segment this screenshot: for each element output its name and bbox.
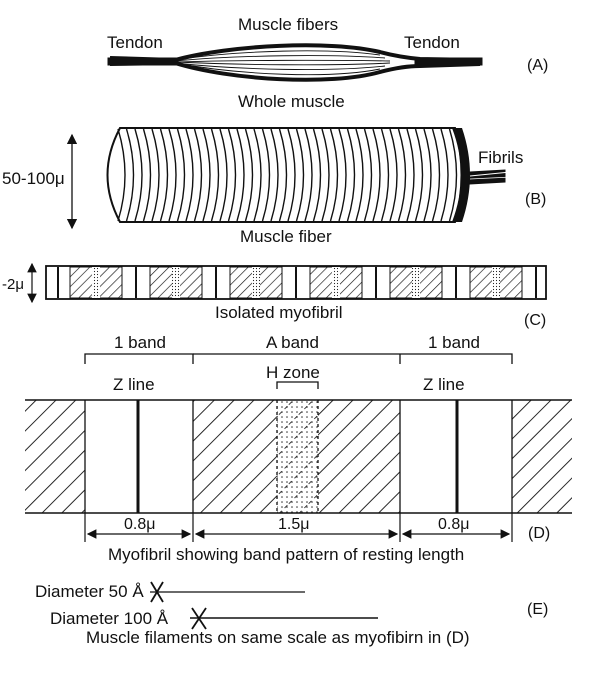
fiber-ring (227, 128, 237, 222)
fiber-ring (142, 128, 152, 222)
fiber-ring (414, 128, 424, 222)
filaments-caption: Muscle filaments on same scale as myofib… (86, 628, 470, 647)
fiber-ring (372, 128, 381, 222)
whole-muscle-shape (107, 43, 483, 82)
fiber-ring (176, 128, 186, 222)
a-band-main-right (318, 400, 400, 513)
fiber-ring (193, 128, 203, 222)
myofibril-h-zone-dots (172, 267, 180, 298)
z-line-left-label: Z line (113, 375, 155, 394)
panel-b: 50-100μ Fibrils Muscle fiber (B) (2, 127, 546, 246)
panel-d-letter: (D) (528, 525, 550, 542)
fiber-ring (338, 128, 347, 222)
fiber-ring (151, 128, 160, 222)
fiber-ring (117, 128, 126, 222)
fiber-ring (202, 128, 211, 222)
fiber-ring (304, 128, 313, 222)
diameter-label: 50-100μ (2, 169, 65, 188)
panel-e: Diameter 50 Å Diameter 100 Å Muscle fila… (35, 581, 548, 647)
panel-c: -2μ Isolated myofibril (C) (2, 262, 547, 329)
width-label: -2μ (2, 276, 24, 293)
fiber-ring (389, 128, 398, 222)
dimension-lines (84, 513, 513, 542)
fiber-ring (448, 128, 458, 222)
fiber-ring (363, 128, 373, 222)
tendon-right-label: Tendon (404, 33, 460, 52)
fiber-ring (236, 128, 245, 222)
dim-left-label: 0.8μ (124, 516, 155, 533)
filament-100 (190, 607, 378, 630)
fiber-ring (125, 128, 135, 222)
fiber-ring (210, 128, 220, 222)
muscle-fiber-label: Muscle fiber (240, 227, 332, 246)
fiber-ring (168, 128, 177, 222)
filament-50 (150, 581, 305, 603)
fiber-ring (295, 128, 305, 222)
panel-b-letter: (B) (525, 191, 546, 208)
fiber-ring (397, 128, 407, 222)
myofibril-h-zone-dots (492, 267, 500, 298)
muscle-fibers-label: Muscle fibers (238, 15, 338, 34)
fibrils-label: Fibrils (478, 148, 523, 167)
fibrils-shape (469, 169, 513, 185)
z-line-right-label: Z line (423, 375, 465, 394)
fiber-ring (278, 128, 288, 222)
myofibril-caption: Myofibril showing band pattern of restin… (108, 545, 464, 564)
a-band-main-left (193, 400, 277, 513)
a-band-label: A band (266, 333, 319, 352)
fiber-ring (253, 128, 262, 222)
panel-c-letter: (C) (524, 312, 546, 329)
h-zone-label: H zone (266, 363, 320, 382)
diameter-50-label: Diameter 50 Å (35, 582, 144, 601)
panel-e-letter: (E) (527, 601, 548, 618)
tendon-left-label: Tendon (107, 33, 163, 52)
i-band-right-label: 1 band (428, 333, 480, 352)
fiber-ring (423, 128, 432, 222)
fiber-ring (406, 128, 415, 222)
fiber-ring (159, 128, 169, 222)
isolated-myofibril-label: Isolated myofibril (215, 303, 343, 322)
dim-middle-label: 1.5μ (278, 516, 309, 533)
myofibril-h-zone-dots (332, 267, 340, 298)
myofibril-h-zone-dots (92, 267, 100, 298)
fiber-ring (244, 128, 254, 222)
h-zone-hatch (277, 400, 318, 513)
fiber-ring (321, 128, 330, 222)
panel-a: Tendon Tendon Muscle fibers Whole muscle… (107, 15, 548, 111)
fiber-ring (346, 128, 356, 222)
band-brackets (84, 353, 513, 389)
fiber-ring (380, 128, 390, 222)
fiber-ring (287, 128, 296, 222)
muscle-fiber-cylinder (106, 127, 470, 223)
dim-right-label: 0.8μ (438, 516, 469, 533)
fiber-ring (270, 128, 279, 222)
myofibril-band-block (25, 399, 572, 514)
a-band-left-end (25, 400, 85, 513)
diameter-100-label: Diameter 100 Å (50, 609, 169, 628)
panel-a-letter: (A) (527, 57, 548, 74)
myofibril-h-zone-dots (412, 267, 420, 298)
fiber-ring (329, 128, 339, 222)
fiber-ring (431, 128, 441, 222)
panel-d: 1 band A band 1 band Z line H zone Z lin… (25, 333, 572, 564)
fiber-ring (261, 128, 271, 222)
i-band-left-label: 1 band (114, 333, 166, 352)
a-band-right-end (512, 400, 572, 513)
fiber-ring (440, 128, 449, 222)
fiber-ring (185, 128, 194, 222)
whole-muscle-label: Whole muscle (238, 92, 345, 111)
fiber-ring (219, 128, 228, 222)
fiber-ring (355, 128, 364, 222)
myofibril-h-zone-dots (252, 267, 260, 298)
fiber-ring (312, 128, 322, 222)
fiber-ring (134, 128, 143, 222)
